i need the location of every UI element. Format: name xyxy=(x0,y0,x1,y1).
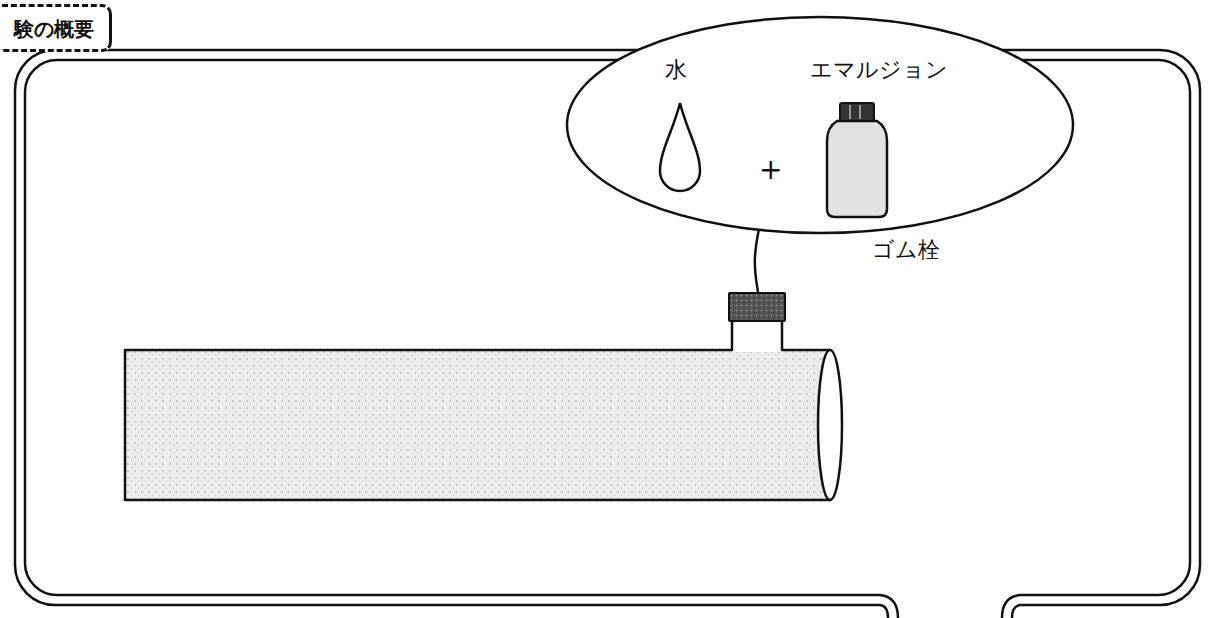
bubble-outline xyxy=(565,15,1075,235)
tube-opening xyxy=(818,350,842,500)
title-tag: 験の概要 xyxy=(2,4,112,52)
frame-tail xyxy=(880,595,1020,618)
stopper-label: ゴム栓 xyxy=(872,237,940,263)
bubble-tail xyxy=(755,229,759,292)
test-tube xyxy=(125,320,842,500)
stopper-texture xyxy=(730,294,784,320)
water-drop xyxy=(660,103,700,191)
tube-neck xyxy=(732,320,782,352)
emulsion-bottle xyxy=(827,103,887,217)
water-label: 水 xyxy=(665,57,687,83)
emulsion-label: エマルジョン xyxy=(810,57,948,83)
rubber-stopper: ゴム栓 xyxy=(728,292,786,322)
frame-gap xyxy=(880,585,1020,618)
bubble-ellipse xyxy=(567,17,1073,233)
plus-sign: + xyxy=(759,153,782,187)
title-text: 験の概要 xyxy=(14,17,94,41)
speech-bubble: 水 + エマルジョン xyxy=(565,15,1075,235)
